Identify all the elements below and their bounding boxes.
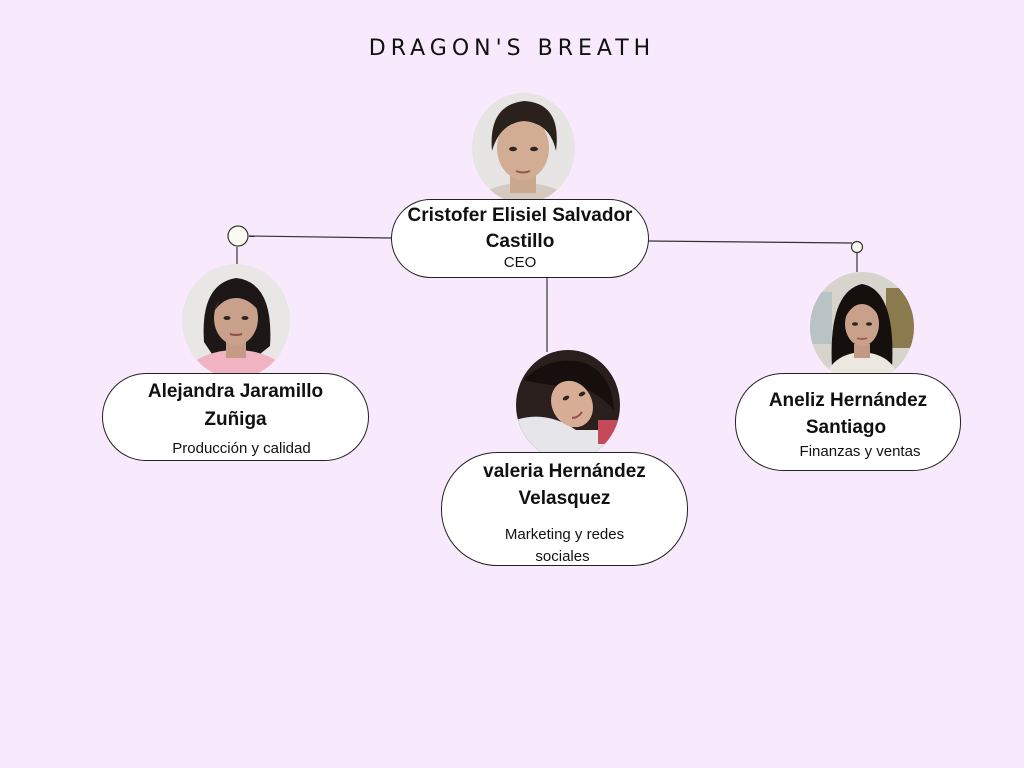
valeria-role-line1: Marketing y redes: [504, 526, 625, 543]
avatar-alejandra: [182, 264, 290, 378]
aneliz-name-line2: Santiago: [805, 417, 887, 438]
valeria-name-line2: Velasquez: [518, 488, 611, 509]
connector-node-right: [850, 240, 864, 254]
diagram-title: DRAGON'S BREATH: [368, 36, 656, 61]
alejandra-name-line2: Zuñiga: [204, 409, 267, 430]
aneliz-name-line1: Aneliz Hernández: [768, 390, 928, 411]
valeria-name-line1: valeria Hernández: [483, 461, 646, 482]
ceo-name-line1: Cristofer Elisiel Salvador: [407, 205, 633, 226]
avatar-aneliz: [810, 272, 914, 382]
card-ceo[interactable]: Cristofer Elisiel Salvador Castillo CEO: [391, 199, 649, 278]
connector-node-left: [227, 225, 249, 247]
card-alejandra[interactable]: Alejandra Jaramillo Zuñiga Producción y …: [102, 373, 369, 461]
ceo-role: CEO: [503, 254, 537, 271]
alejandra-role: Producción y calidad: [172, 440, 311, 457]
card-aneliz[interactable]: Aneliz Hernández Santiago Finanzas y ven…: [735, 373, 961, 471]
ceo-name-line2: Castillo: [485, 231, 555, 252]
card-valeria[interactable]: valeria Hernández Velasquez Marketing y …: [441, 452, 688, 566]
alejandra-name-line1: Alejandra Jaramillo: [147, 381, 324, 402]
aneliz-role: Finanzas y ventas: [799, 443, 921, 460]
avatar-ceo: [472, 93, 575, 203]
valeria-role-line2: sociales: [535, 548, 590, 565]
connector-ceo-left: [248, 235, 393, 239]
connector-ceo-right: [647, 240, 853, 244]
avatar-valeria: [516, 350, 620, 460]
